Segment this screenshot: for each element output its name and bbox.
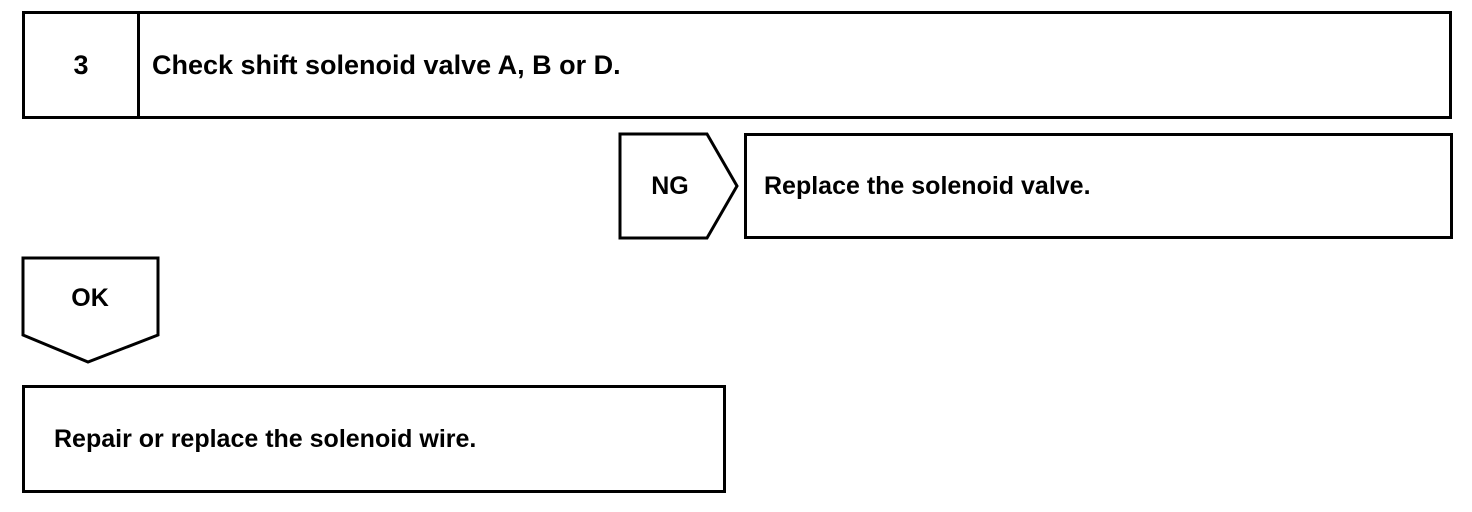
- ok-result-text: Repair or replace the solenoid wire.: [54, 424, 477, 453]
- step-box: 3 Check shift solenoid valve A, B or D.: [22, 11, 1452, 119]
- step-number: 3: [25, 14, 140, 116]
- ng-result-text: Replace the solenoid valve.: [764, 171, 1091, 200]
- ok-label: OK: [71, 283, 109, 312]
- ng-result-box: Replace the solenoid valve.: [744, 133, 1453, 239]
- step-title: Check shift solenoid valve A, B or D.: [152, 49, 621, 80]
- ok-result-box: Repair or replace the solenoid wire.: [22, 385, 726, 493]
- ng-label: NG: [651, 171, 689, 200]
- ok-arrow-shape: [21, 256, 160, 364]
- ng-arrow-shape: [618, 132, 739, 240]
